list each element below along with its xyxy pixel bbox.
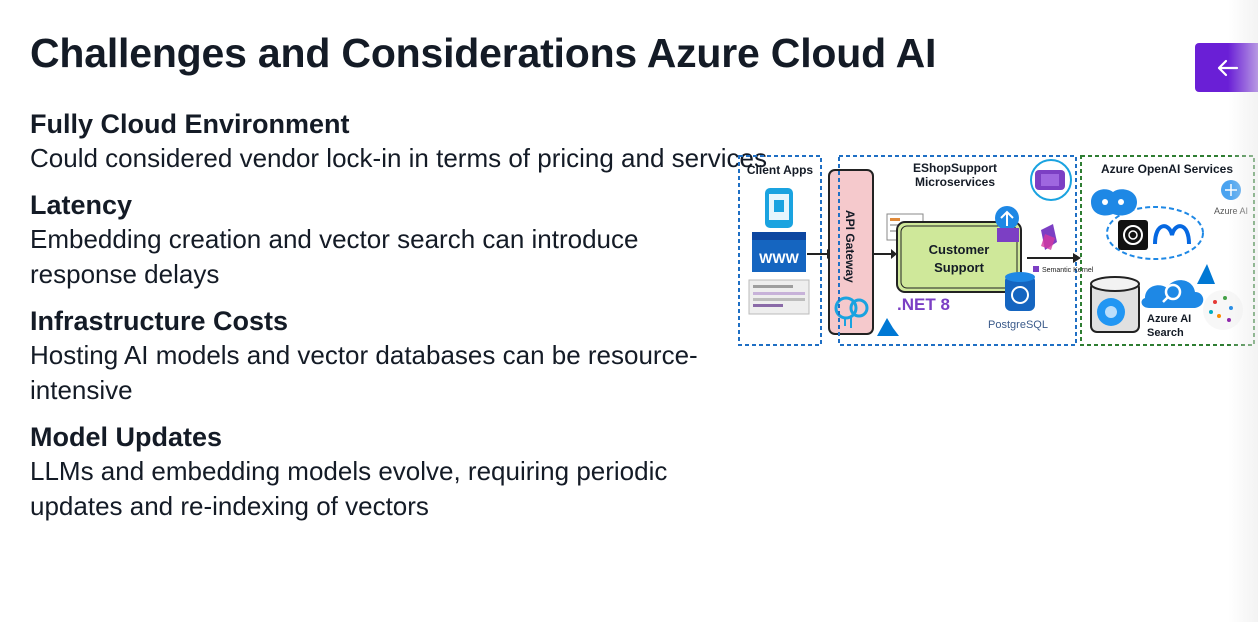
- semantic-kernel-label: Semantic Kernel: [1042, 267, 1094, 274]
- desktop-app-icon: [748, 279, 810, 315]
- client-apps-group: [738, 155, 822, 346]
- azure-logo-icon: [877, 318, 899, 336]
- azure-logo-icon: [1197, 264, 1215, 284]
- upload-icon: [995, 206, 1019, 242]
- page-title: Challenges and Considerations Azure Clou…: [30, 30, 937, 76]
- ai-search-label-2: Search: [1147, 327, 1184, 339]
- item-text: Could considered vendor lock-in in terms…: [30, 143, 768, 173]
- item-title: Infrastructure Costs: [30, 306, 289, 336]
- microservices-label-2: Microservices: [915, 175, 995, 189]
- postgresql-icon: [1005, 272, 1035, 311]
- dotnet-label: .NET 8: [897, 295, 950, 314]
- customer-support-box: [896, 221, 1022, 293]
- microservices-group: [838, 155, 1077, 346]
- item-title: Latency: [30, 190, 133, 220]
- brain-circuit-icon: [1091, 189, 1137, 216]
- meta-icon: [1153, 224, 1191, 245]
- openai-services-label: Azure OpenAI Services: [1101, 162, 1233, 176]
- ai-search-label-1: Azure AI: [1147, 313, 1191, 325]
- list-item: Fully Cloud Environment Could considered…: [30, 107, 790, 176]
- postgresql-label: PostgreSQL: [988, 319, 1048, 331]
- client-apps-label: Client Apps: [747, 163, 814, 177]
- openai-icon: [1118, 220, 1148, 250]
- semantic-kernel-logo: [1033, 266, 1039, 272]
- item-text: Embedding creation and vector search can…: [30, 224, 639, 289]
- item-text: Hosting AI models and vector databases c…: [30, 340, 698, 405]
- search-icon: [1141, 280, 1204, 308]
- models-cluster: [1106, 206, 1204, 260]
- item-text: LLMs and embedding models evolve, requir…: [30, 456, 668, 521]
- www-label: WWW: [759, 250, 799, 266]
- web-app-icon: WWW: [752, 232, 806, 272]
- challenges-list: Fully Cloud Environment Could considered…: [30, 107, 790, 536]
- microservices-label-1: EShopSupport: [913, 161, 997, 175]
- customer-support-label-2: Support: [934, 260, 984, 275]
- architecture-diagram: Client Apps WWW API Gateway: [735, 150, 1258, 355]
- cloud-icon: [834, 296, 869, 328]
- list-item: Model Updates LLMs and embedding models …: [30, 420, 790, 524]
- item-title: Fully Cloud Environment: [30, 109, 350, 139]
- api-gateway-label: API Gateway: [843, 210, 857, 283]
- item-title: Model Updates: [30, 422, 223, 452]
- edge-shadow: [1228, 0, 1258, 622]
- list-item: Latency Embedding creation and vector se…: [30, 188, 790, 292]
- database-icon: [1090, 276, 1140, 333]
- customer-support-label-1: Customer: [929, 242, 990, 257]
- semantic-kernel-icon: [1041, 224, 1057, 250]
- list-item: Infrastructure Costs Hosting AI models a…: [30, 304, 790, 408]
- mobile-app-icon: [765, 188, 793, 228]
- microservices-logo-icon: [1030, 159, 1072, 201]
- architecture-diagram-svg: Client Apps WWW API Gateway: [738, 155, 1255, 346]
